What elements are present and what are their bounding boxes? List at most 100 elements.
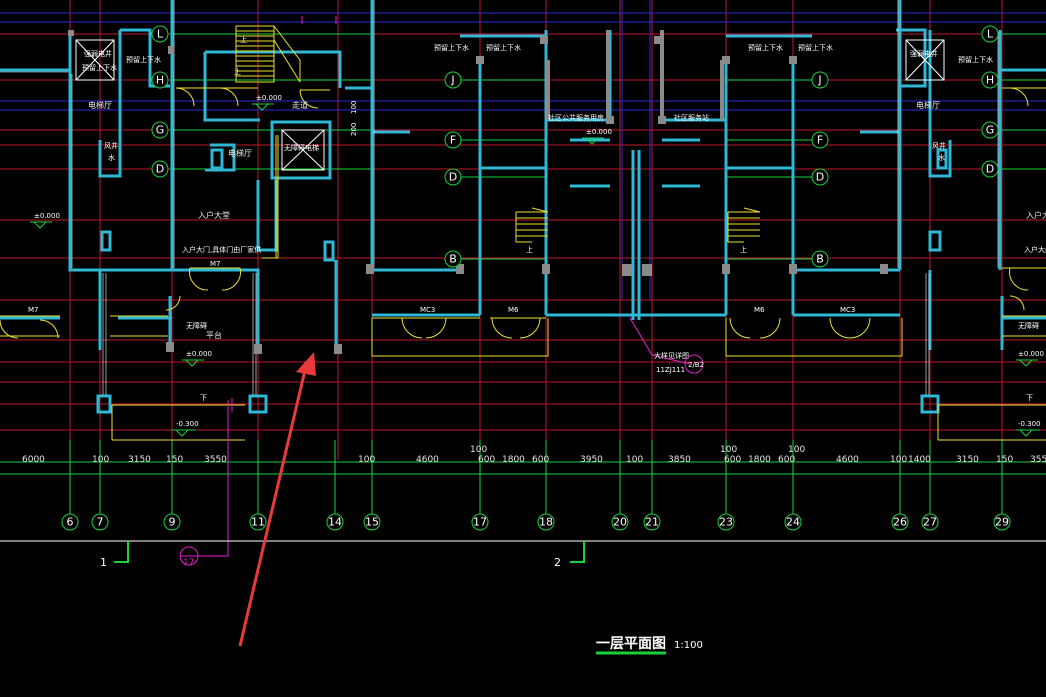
- dim-3950: 3950: [580, 455, 603, 465]
- column-extension-lines: [69, 440, 1003, 514]
- row-axis-bubble-g: G: [151, 121, 169, 139]
- column-axis-label: 6: [67, 516, 74, 529]
- wall-inner-lines: [0, 0, 999, 395]
- column-axis-label: 27: [923, 516, 937, 529]
- row-axis-label: F: [817, 134, 823, 147]
- column-axis-bubble-14: 14: [326, 513, 344, 531]
- dim-100e: 100: [720, 445, 737, 455]
- stair-up-right: 上: [740, 245, 747, 254]
- dim-150a: 150: [166, 455, 183, 465]
- detail-ref: 17: [183, 558, 194, 568]
- left-top-water: 预留上下水: [126, 55, 161, 64]
- column-axis-bubble-24: 24: [784, 513, 802, 531]
- left-access: 无障碍: [186, 321, 207, 330]
- door-labels: M7 M7 MC3 M6 M6 MC3: [28, 260, 855, 314]
- column-axis-label: 18: [539, 516, 553, 529]
- column-axis-bubble-7: 7: [91, 513, 109, 531]
- dim-600c: 600: [724, 455, 741, 465]
- stair-left-main: [235, 25, 301, 83]
- column-axis-bubble-23: 23: [717, 513, 735, 531]
- column-axis-label: 15: [365, 516, 379, 529]
- drawing-title-block: 一层平面图 1:100: [596, 636, 703, 655]
- stair-down-right: 下: [1026, 394, 1033, 402]
- row-axis-label: J: [450, 74, 454, 87]
- row-axis-bubble-d: D: [444, 168, 462, 186]
- column-axis-label: 20: [613, 516, 627, 529]
- right-entrance-hall: 入户大: [1026, 210, 1046, 220]
- dim-4600b: 4600: [836, 455, 859, 465]
- left-elevator-lobby: 电梯厅: [88, 100, 112, 110]
- level-b: ±0.000: [256, 94, 282, 102]
- level-c: ±0.000: [586, 128, 612, 136]
- column-axis-bubble-18: 18: [537, 513, 555, 531]
- row-axis-bubble-g: G: [981, 121, 999, 139]
- level-e: ±0.000: [1018, 350, 1044, 358]
- right-water-b: 预留上下水: [798, 43, 833, 52]
- column-axis-bubble-26: 26: [891, 513, 909, 531]
- section-marks: [114, 541, 585, 563]
- row-axis-label: D: [986, 163, 994, 176]
- vertical-elev-labels: 200 100: [350, 101, 358, 136]
- row-axis-bubble-b: B: [444, 250, 462, 268]
- dim-3150a: 3150: [128, 455, 151, 465]
- column-axis-label: 7: [97, 516, 104, 529]
- level-neg-b: -0.300: [1018, 420, 1041, 428]
- level-d: ±0.000: [186, 350, 212, 358]
- elevator-boxes: [75, 39, 945, 171]
- drawing-title: 一层平面图: [596, 636, 666, 652]
- reference-bubble: 2/B2: [684, 354, 704, 374]
- row-axis-bubble-d: D: [151, 160, 169, 178]
- ref-bubble-text: 2/B2: [688, 361, 704, 369]
- level-markers: [30, 103, 1040, 437]
- row-axis-label: B: [449, 253, 457, 266]
- green-leader-lines: [0, 33, 1046, 475]
- left-platform: 平台: [206, 330, 222, 340]
- row-axis-bubble-d: D: [981, 160, 999, 178]
- left-pipe-well: 风井: [104, 141, 118, 150]
- dim-600b: 600: [532, 455, 549, 465]
- level-neg-a: -0.300: [176, 420, 199, 428]
- row-axis-label: H: [986, 74, 994, 87]
- row-axis-bubble-l: L: [151, 25, 169, 43]
- dim-100b: 100: [358, 455, 375, 465]
- row-axis-label: D: [449, 171, 457, 184]
- column-axis-bubble-27: 27: [921, 513, 939, 531]
- dim-150b: 150: [996, 455, 1013, 465]
- row-axis-label: J: [817, 74, 821, 87]
- dim-600a: 600: [478, 455, 495, 465]
- stair-up-left2: 上: [234, 67, 241, 76]
- left-shaft-top: 强弱电井: [84, 49, 112, 58]
- left-access-lobby: 电梯厅: [228, 148, 252, 158]
- row-axis-bubble-f: F: [811, 131, 829, 149]
- annotation-arrow: [238, 352, 316, 647]
- column-axis-label: 23: [719, 516, 733, 529]
- section-1: 1: [100, 556, 107, 569]
- right-well-label: 水: [938, 153, 945, 162]
- column-axis-bubble-21: 21: [643, 513, 661, 531]
- column-axis-label: 11: [251, 516, 265, 529]
- stair-mid-left: [515, 207, 549, 243]
- right-door-note: 入户大门: [1024, 245, 1046, 254]
- row-axis-label: D: [816, 171, 824, 184]
- elev-100: 100: [350, 101, 358, 114]
- door-mc3-a: MC3: [420, 306, 435, 314]
- left-entrance-hall: 入户大堂: [198, 210, 230, 220]
- row-axis-label: D: [156, 163, 164, 176]
- level-labels: ±0.000 ±0.000 ±0.000 ±0.000 ±0.000 -0.30…: [34, 94, 1044, 428]
- column-axis-bubble-17: 17: [471, 513, 489, 531]
- row-axis-bubble-b: B: [811, 250, 829, 268]
- row-axis-bubble-j: J: [444, 71, 462, 89]
- column-axis-bubble-29: 29: [993, 513, 1011, 531]
- drawing-scale: 1:100: [674, 640, 703, 651]
- mid-left-water-a: 预留上下水: [434, 43, 469, 52]
- row-axis-label: F: [450, 134, 456, 147]
- columns: [68, 30, 888, 354]
- column-axis-bubble-15: 15: [363, 513, 381, 531]
- column-axis-label: 14: [328, 516, 342, 529]
- left-corridor: 走道: [292, 100, 308, 110]
- stair-down-left: 下: [200, 394, 207, 402]
- column-axis-label: 9: [169, 516, 176, 529]
- row-axis-label: G: [156, 124, 165, 137]
- row-axis-bubble-j: J: [811, 71, 829, 89]
